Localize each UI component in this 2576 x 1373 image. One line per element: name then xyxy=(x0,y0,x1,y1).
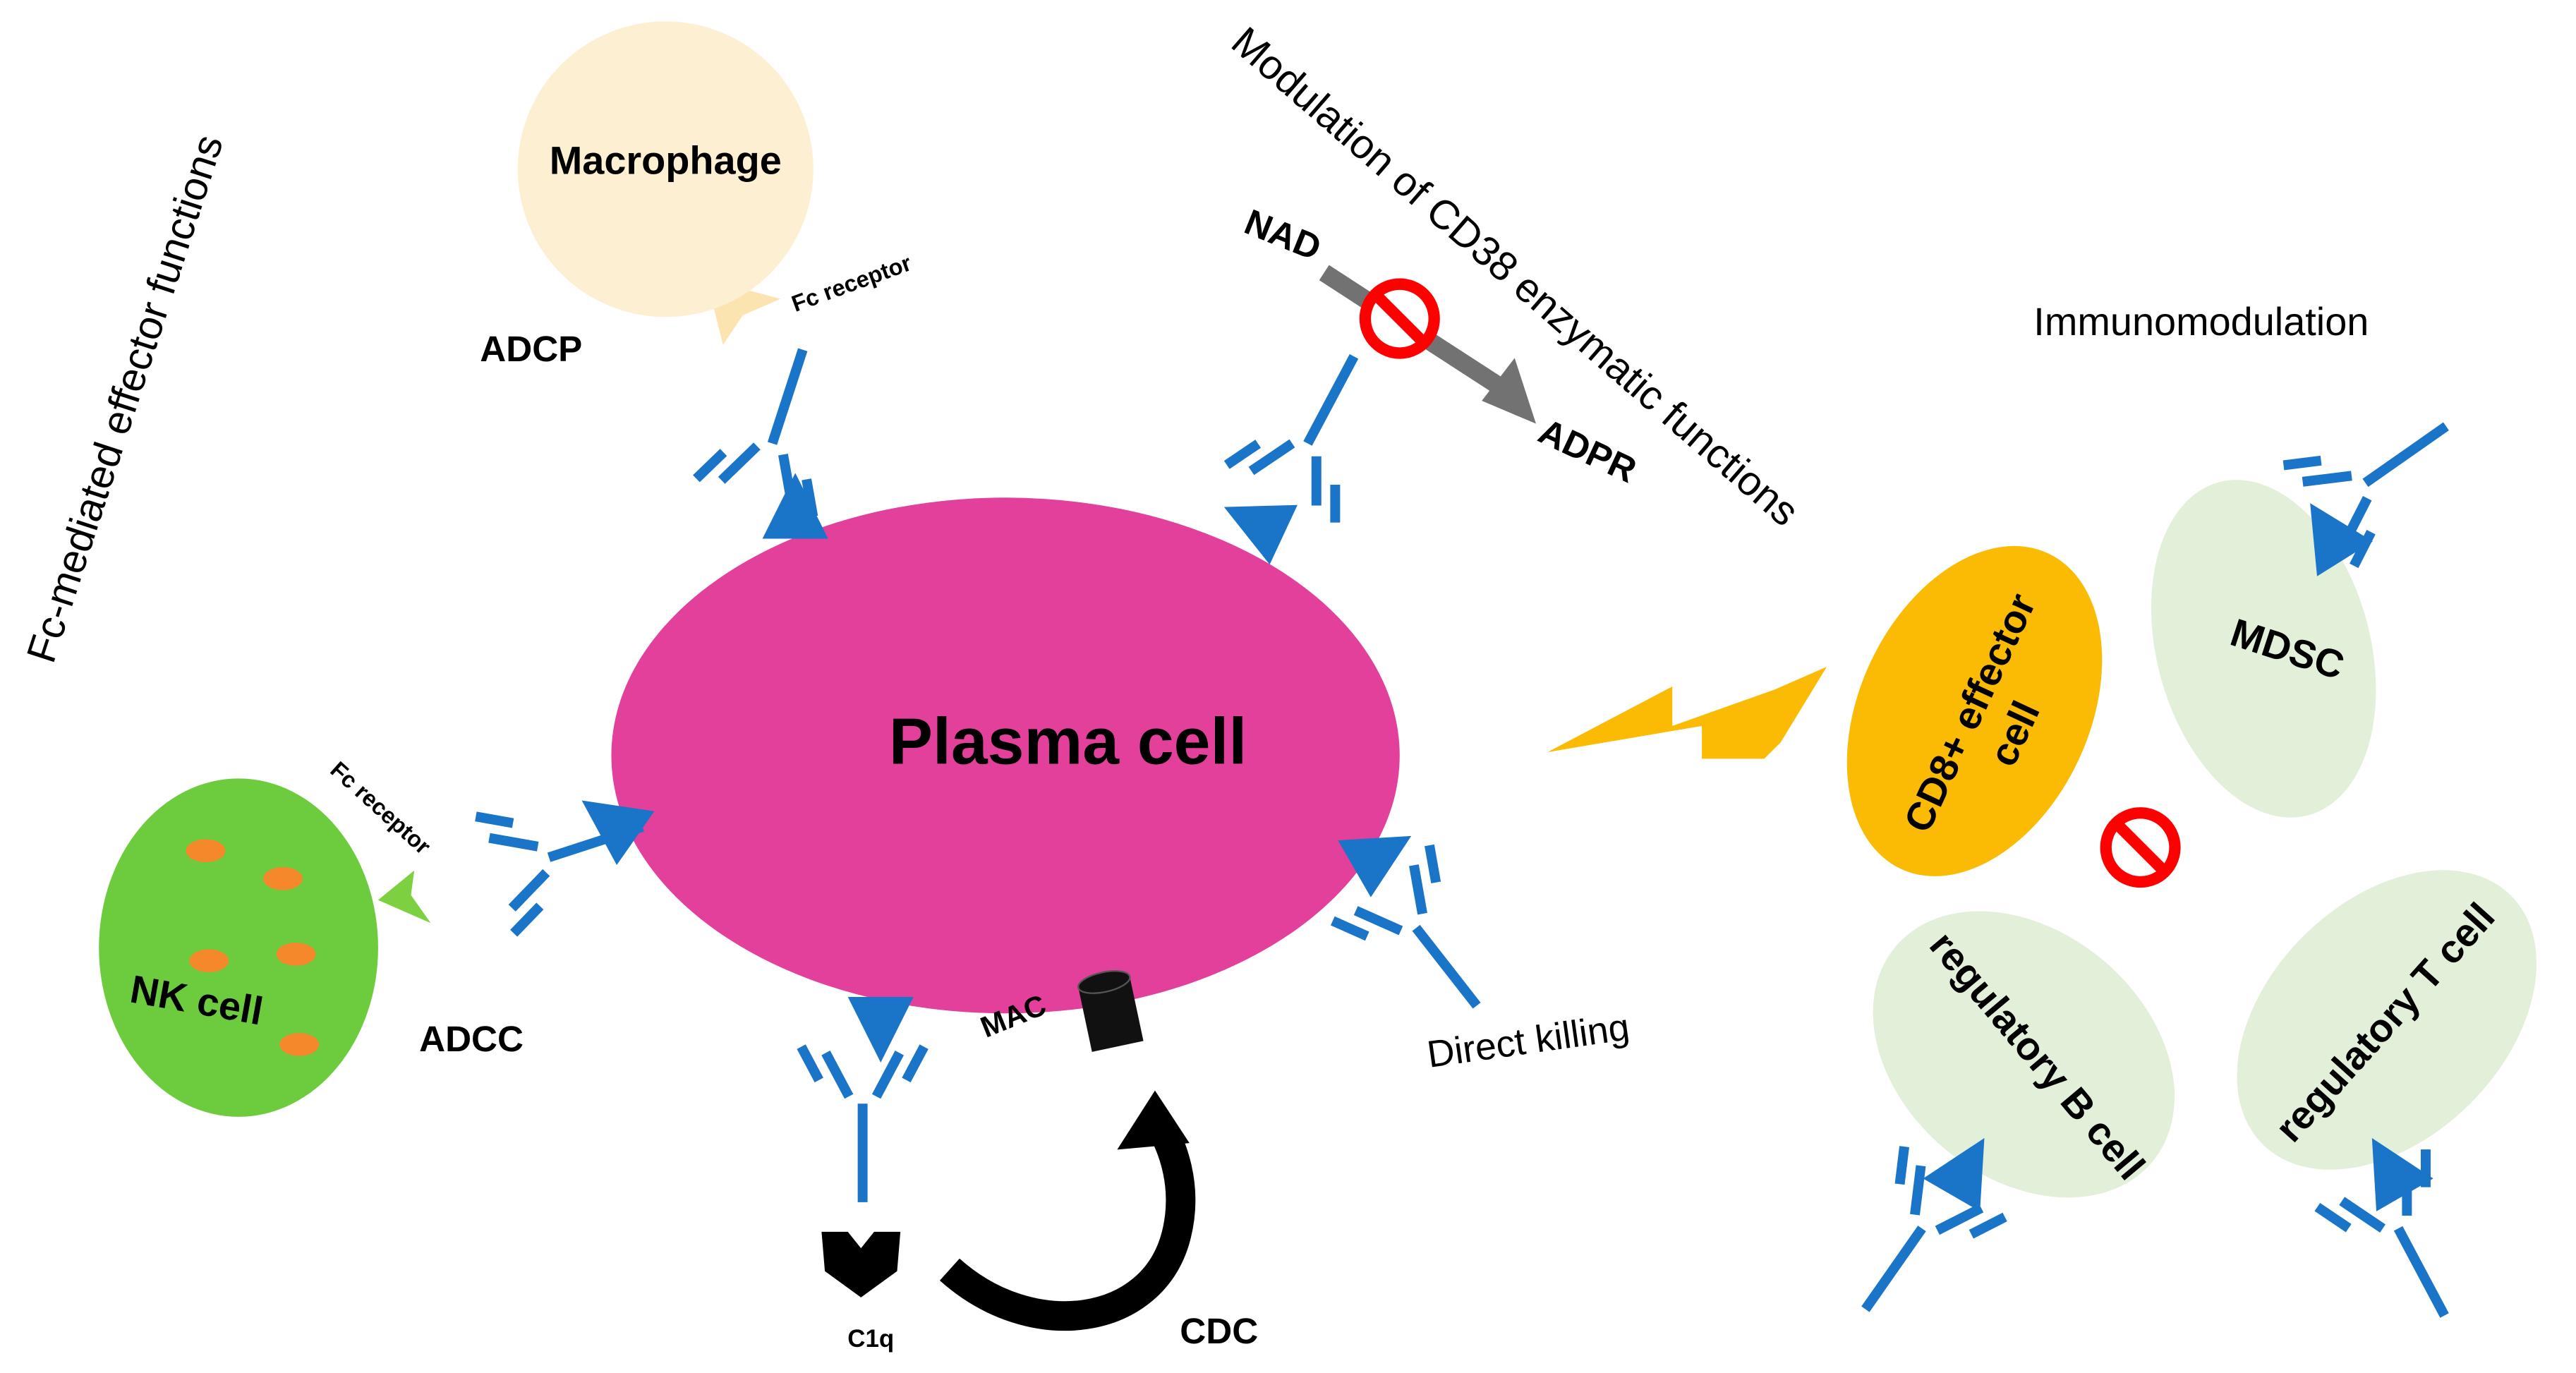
fc-receptor-nk xyxy=(377,870,431,924)
antibody-regulatory-t xyxy=(2312,1145,2503,1347)
antibody-adcp xyxy=(691,329,866,521)
cd8-effector-cell xyxy=(1846,545,2103,876)
cdc-label: CDC xyxy=(1180,1311,1258,1351)
inhibit-suppression-icon xyxy=(2106,813,2175,882)
nk-granules xyxy=(186,839,320,1056)
lightning-bolt-icon xyxy=(1547,667,1827,759)
cdc-arrow xyxy=(939,1111,1196,1331)
membrane-attack-complex-icon xyxy=(1077,970,1144,1052)
macrophage-cell xyxy=(517,21,814,317)
cd38-antigen-bottom xyxy=(847,996,914,1063)
macrophage-label: Macrophage xyxy=(550,138,782,183)
plasma-cell xyxy=(611,497,1400,1014)
adcc-label: ADCC xyxy=(419,1019,524,1059)
regulatory-b-cell xyxy=(1873,911,2175,1198)
regulatory-t-cell xyxy=(2237,870,2537,1170)
c1q-label: C1q xyxy=(847,1325,894,1353)
enzymatic-arrowhead xyxy=(1482,358,1536,424)
antibody-cdc xyxy=(797,1044,929,1202)
nk-cell xyxy=(99,778,378,1117)
adcp-label: ADCP xyxy=(480,329,582,369)
inhibit-enzyme-icon xyxy=(1365,284,1434,353)
cdc-arrowhead xyxy=(1117,1090,1190,1150)
cd38-antigen-top-left xyxy=(762,473,828,539)
fc-effector-functions-label: Fc-mediated effector functions xyxy=(18,129,232,667)
antibody-enzymatic xyxy=(1221,325,1413,527)
plasma-cell-label: Plasma cell xyxy=(889,704,1247,778)
adpr-label: ADPR xyxy=(1532,411,1643,490)
direct-killing-label: Direct killing xyxy=(1425,1006,1632,1076)
cd38-enzymatic-label: Modulation of CD38 enzymatic functions xyxy=(1223,18,1808,535)
c1q-complement-icon xyxy=(821,1231,901,1298)
immunomodulation-label: Immunomodulation xyxy=(2033,299,2369,344)
fc-receptor-top-label: Fc receptor xyxy=(788,250,914,317)
nad-label: NAD xyxy=(1239,202,1326,268)
